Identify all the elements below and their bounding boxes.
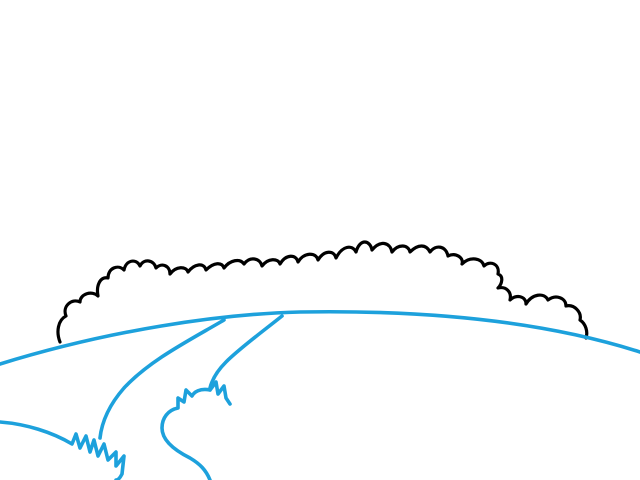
ground-curve-left [0, 420, 126, 480]
grass-tuft-right [160, 380, 232, 480]
hill-horizon [0, 309, 640, 366]
path-left-edge [98, 318, 226, 440]
path-right-edge [208, 314, 284, 390]
bush-outline [56, 240, 589, 344]
